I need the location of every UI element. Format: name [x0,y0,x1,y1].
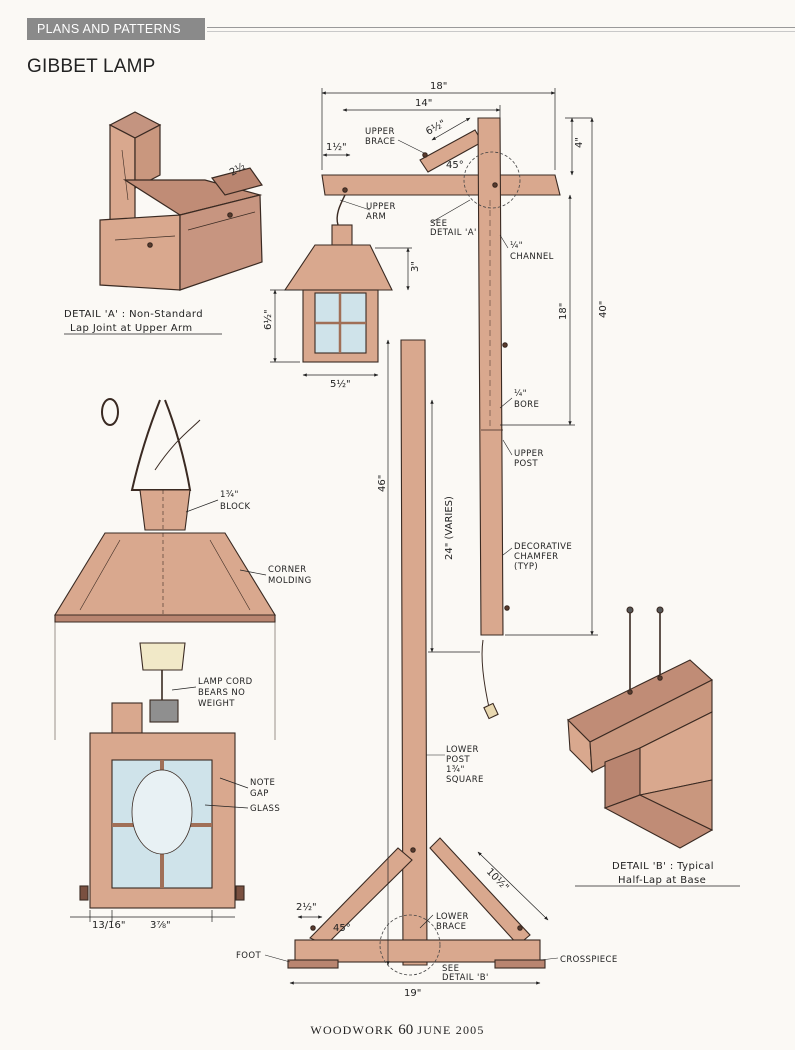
upper-brace-label-1: UPPER [365,127,395,137]
detail-b-caption-line1: DETAIL 'B' : Typical [612,861,714,872]
corner-molding-label-1: CORNER [268,565,307,575]
channel-label-1: ¼" [510,241,523,251]
lamp-leaders [171,499,267,809]
dim-3: 3" [410,261,421,272]
foot-label: FOOT [236,951,261,961]
lamp-cord-label-1: LAMP CORD [198,677,253,687]
see-detail-a-label-2: DETAIL 'A' [430,228,477,238]
dim-46: 46" [377,475,388,492]
detail-b-caption-line2: Half-Lap at Base [618,875,706,886]
dim-40: 40" [598,301,609,318]
block-label-name: BLOCK [220,502,250,512]
upper-arm-label-2: ARM [366,212,386,222]
stand-illustration [283,117,561,969]
chamfer-label-3: (TYP) [514,562,538,572]
block-label-size: 1¾" [220,490,239,500]
see-detail-a-label-1: SEE [430,219,447,229]
detail-a-caption-line1: DETAIL 'A' : Non-Standard [64,309,203,320]
detail-a-illustration [99,111,263,291]
upper-post-label-1: UPPER [514,449,544,459]
dim-5-half: 5½" [330,378,351,390]
header-rule-thin [207,31,795,32]
crosspiece-label: CROSSPIECE [560,955,618,965]
angle-45-top: 45° [446,160,464,171]
detail-a-caption-line2: Lap Joint at Upper Arm [70,323,193,334]
page-footer: WOODWORK 60 JUNE 2005 [0,1022,795,1039]
header-rule [207,27,795,28]
footer-page-number: 60 [398,1022,414,1038]
dim-18: 18" [430,81,447,92]
dim-14: 14" [415,98,432,109]
dim-24-varies: 24" (VARIES) [444,496,455,560]
bore-label-1: ¼" [514,389,527,399]
lower-post-label-3: 1¾" [446,765,465,775]
glass-label: GLASS [250,804,280,814]
see-detail-b-label-1: SEE [442,964,459,974]
note-gap-label-2: GAP [250,789,269,799]
footer-magazine: WOODWORK [310,1023,395,1037]
note-gap-label-1: NOTE [250,778,275,788]
upper-post-label-2: POST [514,459,538,469]
stand-leaders [264,139,559,963]
chamfer-label-2: CHAMFER [514,552,558,562]
gibbet-lamp-drawing: 2½ DETAIL 'A' : Non-Standard Lap Joint a… [54,81,740,999]
lower-post-label-2: POST [446,755,470,765]
lamp-assembly-illustration [54,398,276,909]
channel-label-2: CHANNEL [510,252,554,262]
dim-2-half: 2½" [296,901,317,913]
page-title: GIBBET LAMP [27,56,156,77]
bore-label-2: BORE [514,400,539,410]
section-header: PLANS AND PATTERNS [27,18,205,40]
lamp-cord-label-2: BEARS NO [198,688,245,698]
footer-issue-date: JUNE 2005 [417,1023,485,1037]
corner-molding-label-2: MOLDING [268,576,312,586]
detail-callout-circles [379,151,521,976]
upper-arm-label-1: UPPER [366,202,396,212]
lower-brace-label-2: BRACE [436,922,466,932]
angle-45-bottom: 45° [333,923,351,934]
dim-6-half-brace: 6½" [424,117,448,137]
lamp-dim-left: 13/16" [92,920,125,931]
dim-1-half: 1½" [326,141,347,153]
dim-19: 19" [404,988,421,999]
lamp-cord-label-3: WEIGHT [198,699,235,709]
lower-brace-label-1: LOWER [436,912,469,922]
lower-post-label-1: LOWER [446,745,479,755]
detail-b-illustration [567,606,714,849]
see-detail-b-label-2: DETAIL 'B' [442,973,489,983]
chamfer-label-1: DECORATIVE [514,542,572,552]
dim-4: 4" [574,137,585,148]
lamp-width-dimensions [70,910,235,922]
upper-brace-label-2: BRACE [365,137,395,147]
dim-6-half-lamp: 6½" [262,309,274,330]
stand-dimension-lines [270,88,598,985]
dim-18-vertical: 18" [558,303,569,320]
lower-post-label-4: SQUARE [446,775,484,785]
lamp-dim-right: 3⅞" [150,920,171,931]
